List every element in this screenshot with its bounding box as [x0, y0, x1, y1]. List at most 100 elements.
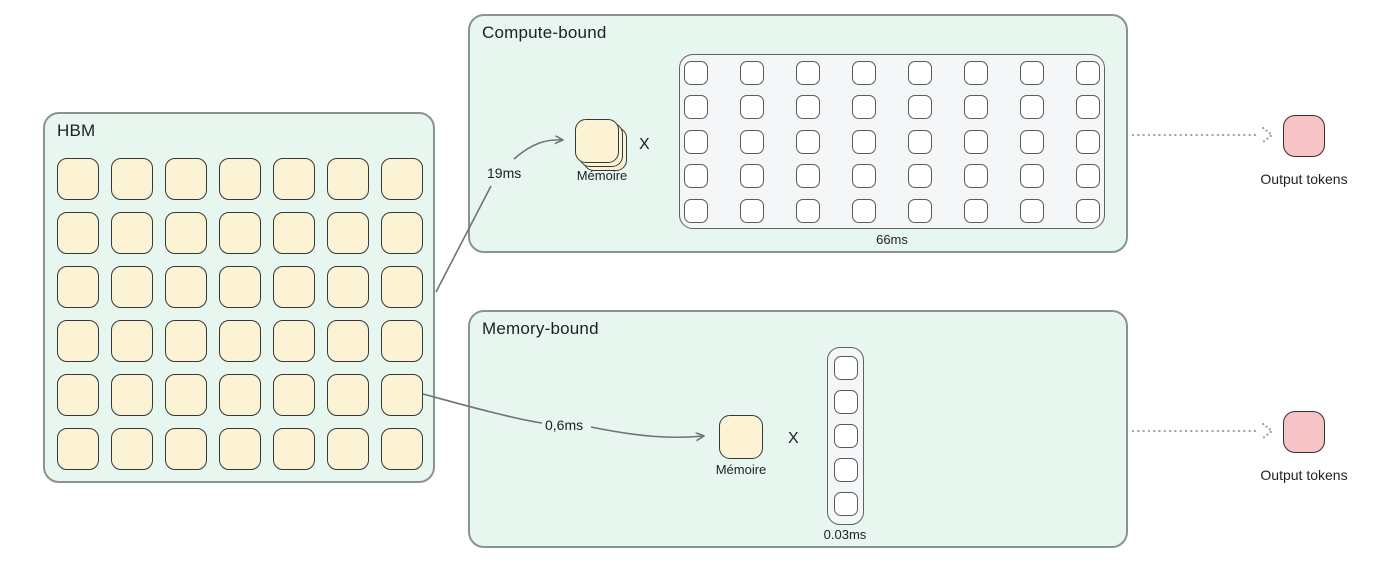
memory-output-tokens: Output tokens — [1244, 411, 1364, 483]
matrix-cell — [1020, 198, 1044, 223]
hbm-memory-cell — [165, 374, 207, 416]
memory-time-label: 0.03ms — [823, 527, 867, 542]
hbm-memory-cell — [273, 428, 315, 470]
hbm-memory-cell — [111, 158, 153, 200]
hbm-memory-cell — [327, 212, 369, 254]
matrix-cell — [964, 60, 988, 85]
hbm-memory-cell — [57, 374, 99, 416]
hbm-memory-cell — [273, 266, 315, 308]
matrix-cell — [740, 129, 764, 154]
matrix-cell — [1020, 95, 1044, 119]
hbm-memory-cell — [165, 212, 207, 254]
matrix-cell — [796, 129, 820, 154]
hbm-memory-cell — [57, 266, 99, 308]
matrix-cell — [684, 60, 708, 85]
vector-cell — [833, 458, 858, 482]
multiply-operator: X — [639, 136, 650, 153]
hbm-memory-cell — [165, 266, 207, 308]
matrix-cell — [852, 95, 876, 119]
matrix-cell — [796, 60, 820, 85]
vector-cell — [833, 492, 858, 516]
matrix-cell — [1076, 198, 1100, 223]
vector-cell — [833, 390, 858, 414]
matrix-cell — [740, 164, 764, 188]
hbm-memory-cell — [57, 212, 99, 254]
hbm-memory-cell — [111, 374, 153, 416]
hbm-memory-cell — [381, 320, 423, 362]
multiply-operator: X — [788, 430, 799, 447]
matrix-cell — [684, 198, 708, 223]
matrix-cell — [908, 129, 932, 154]
vector-cell — [833, 356, 858, 380]
hbm-memory-cell — [381, 158, 423, 200]
matrix-cell — [796, 198, 820, 223]
matrix-cell — [1076, 164, 1100, 188]
matrix-cell — [964, 164, 988, 188]
compute-time-label: 66ms — [876, 232, 908, 247]
matrix-cell — [684, 95, 708, 119]
hbm-memory-cell — [111, 212, 153, 254]
hbm-memory-cell — [57, 428, 99, 470]
compute-load-time-label: 19ms — [487, 165, 522, 181]
hbm-memory-cell — [273, 212, 315, 254]
output-tokens-label: Output tokens — [1260, 171, 1348, 187]
compute-bound-box: Compute-bound 19ms Mémoire X 66ms — [468, 14, 1128, 253]
matrix-cell — [908, 164, 932, 188]
matrix-cell — [908, 198, 932, 223]
vector-cell — [833, 424, 858, 448]
hbm-memory-cell — [273, 374, 315, 416]
hbm-title: HBM — [57, 121, 96, 140]
memory-load-time-label: 0,6ms — [545, 417, 584, 433]
compute-bound-title: Compute-bound — [482, 23, 607, 42]
hbm-memory-cell — [327, 266, 369, 308]
hbm-memory-cell — [111, 320, 153, 362]
hbm-memory-cell — [165, 320, 207, 362]
matrix-cell — [1076, 95, 1100, 119]
hbm-memory-cell — [219, 320, 261, 362]
hbm-memory-cell — [381, 266, 423, 308]
hbm-memory-cell — [327, 158, 369, 200]
hbm-memory-cell — [165, 428, 207, 470]
matrix-cell — [964, 198, 988, 223]
compute-activation-matrix — [679, 54, 1105, 229]
memory-activation-vector — [827, 347, 864, 525]
hbm-memory-cell — [381, 212, 423, 254]
matrix-cell — [964, 129, 988, 154]
output-tokens-label: Output tokens — [1260, 467, 1348, 483]
matrix-cell — [908, 60, 932, 85]
hbm-memory-cell — [327, 374, 369, 416]
memory-memory-caption: Mémoire — [715, 462, 767, 477]
hbm-memory-cell — [219, 158, 261, 200]
hbm-memory-cell — [273, 158, 315, 200]
matrix-cell — [1020, 164, 1044, 188]
matrix-cell — [1076, 60, 1100, 85]
matrix-cell — [1076, 129, 1100, 154]
matrix-cell — [852, 198, 876, 223]
compute-memory-caption: Mémoire — [576, 168, 628, 183]
matrix-cell — [1020, 129, 1044, 154]
memory-bound-box: Memory-bound 0,6ms Mémoire X 0.03ms — [468, 310, 1128, 548]
matrix-cell — [684, 129, 708, 154]
matrix-cell — [852, 129, 876, 154]
hbm-memory-grid — [57, 158, 423, 470]
matrix-cell — [740, 60, 764, 85]
hbm-memory-cell — [219, 212, 261, 254]
memory-bound-title: Memory-bound — [482, 319, 599, 338]
hbm-box: HBM — [43, 112, 435, 483]
hbm-memory-cell — [381, 428, 423, 470]
hbm-memory-cell — [165, 158, 207, 200]
hbm-memory-cell — [219, 266, 261, 308]
hbm-memory-cell — [327, 320, 369, 362]
hbm-memory-cell — [57, 158, 99, 200]
hbm-memory-cell — [219, 374, 261, 416]
hbm-memory-cell — [219, 428, 261, 470]
hbm-memory-cell — [111, 428, 153, 470]
matrix-cell — [796, 164, 820, 188]
matrix-cell — [908, 95, 932, 119]
memory-weights-stack — [575, 119, 628, 172]
matrix-cell — [1020, 60, 1044, 85]
hbm-memory-cell — [111, 266, 153, 308]
output-token-square — [1283, 411, 1325, 453]
compute-output-tokens: Output tokens — [1244, 115, 1364, 187]
matrix-cell — [684, 164, 708, 188]
